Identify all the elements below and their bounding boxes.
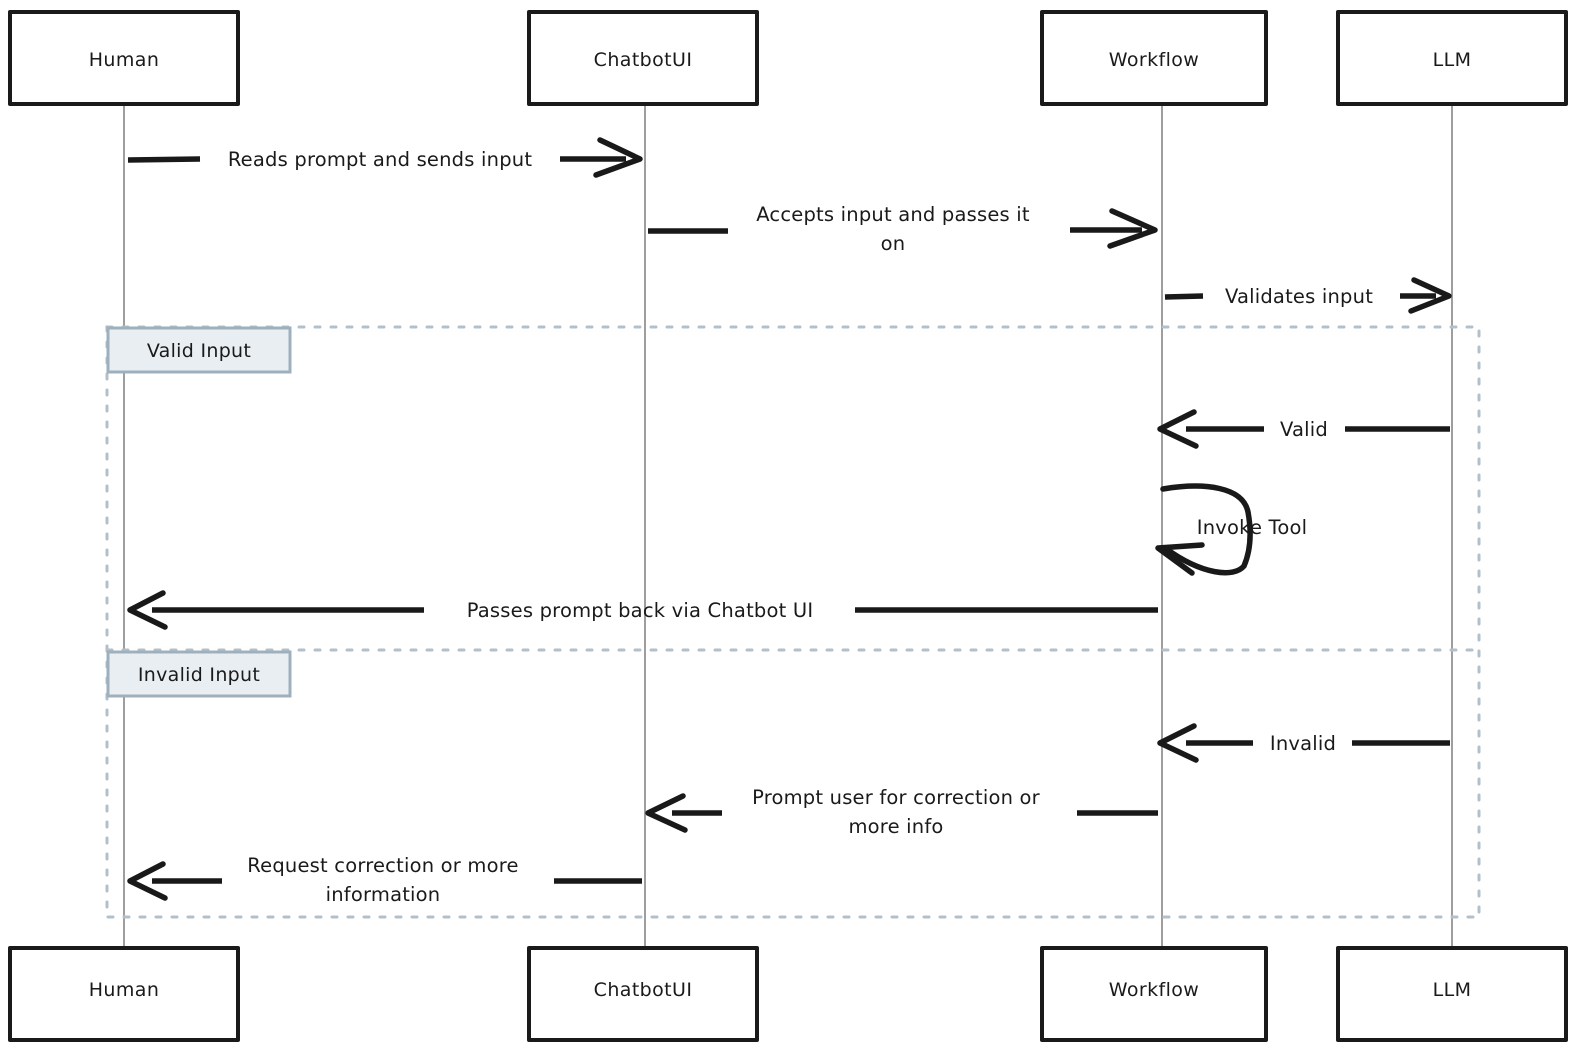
message-label-m3: Validates input xyxy=(1225,285,1373,308)
block-label-valid-input: Valid Input xyxy=(147,340,251,362)
message-validates-input[interactable]: Validates input xyxy=(1164,277,1452,314)
actor-box-workflow-top[interactable] xyxy=(1040,10,1268,106)
message-label-m1: Reads prompt and sends input xyxy=(228,148,533,171)
message-label-m4: Valid xyxy=(1280,418,1328,441)
message-passes-prompt-back-via-chatbot-ui[interactable]: Passes prompt back via Chatbot UI xyxy=(127,590,1158,630)
message-accepts-input-and-passes-it-on[interactable]: Accepts input and passes it on xyxy=(648,203,1158,255)
block-label-invalid-input: Invalid Input xyxy=(138,664,260,686)
message-invalid[interactable]: Invalid xyxy=(1157,723,1450,763)
message-label-m2-line1: Accepts input and passes it xyxy=(756,203,1030,226)
message-label-m8-line1: Prompt user for correction or xyxy=(752,786,1041,809)
message-arrowhead-m6 xyxy=(127,590,168,630)
message-label-m6: Passes prompt back via Chatbot UI xyxy=(467,599,814,622)
actor-label-human-bottom: Human xyxy=(89,979,160,1001)
actor-box-llm-bottom[interactable] xyxy=(1336,946,1568,1042)
actor-bottom-llm[interactable]: LLM xyxy=(1336,946,1568,1042)
block-frame-valid-input xyxy=(105,325,1481,919)
message-arrowhead-m5 xyxy=(1155,542,1205,576)
message-invoke-tool[interactable]: Invoke Tool xyxy=(1155,483,1307,576)
message-line-m3 xyxy=(1164,293,1204,300)
actor-boxes-top: Human ChatbotUI Workflow LLM xyxy=(8,10,1568,106)
actor-boxes-bottom: Human ChatbotUI Workflow LLM xyxy=(8,946,1568,1042)
message-label-m9-line2: information xyxy=(326,883,441,906)
actor-label-workflow-top: Workflow xyxy=(1109,49,1199,71)
actor-top-human[interactable]: Human xyxy=(8,10,240,106)
actor-label-workflow-bottom: Workflow xyxy=(1109,979,1199,1001)
actor-label-chatbotui-bottom: ChatbotUI xyxy=(594,979,693,1001)
actor-top-chatbotui[interactable]: ChatbotUI xyxy=(527,10,759,106)
actor-box-chatbotui-top[interactable] xyxy=(527,10,759,106)
actor-box-human-top[interactable] xyxy=(8,10,240,106)
actor-top-llm[interactable]: LLM xyxy=(1336,10,1568,106)
block-tag-valid-input[interactable]: Valid Input xyxy=(106,326,292,374)
message-line-m1 xyxy=(127,156,201,163)
message-arrowhead-m8 xyxy=(645,793,688,833)
block-tag-rect-invalid-input[interactable] xyxy=(106,650,292,698)
message-prompt-user-for-correction-or-more-info[interactable]: Prompt user for correction or more info xyxy=(645,786,1158,838)
message-reads-prompt-and-sends-input[interactable]: Reads prompt and sends input xyxy=(127,137,643,178)
actor-top-workflow[interactable]: Workflow xyxy=(1040,10,1268,106)
message-arrowhead-m9 xyxy=(127,861,168,901)
message-label-m5: Invoke Tool xyxy=(1197,516,1307,539)
message-selfloop-invoke-tool xyxy=(1160,483,1253,576)
block-tag-invalid-input[interactable]: Invalid Input xyxy=(106,650,292,698)
message-label-m2-line2: on xyxy=(881,232,906,255)
message-label-m7: Invalid xyxy=(1270,732,1336,755)
message-label-m8-line2: more info xyxy=(848,815,943,838)
block-frames-group xyxy=(105,325,1481,919)
message-arrowhead-m4 xyxy=(1157,409,1199,449)
actor-bottom-human[interactable]: Human xyxy=(8,946,240,1042)
actor-box-llm-top[interactable] xyxy=(1336,10,1568,106)
actor-label-llm-top: LLM xyxy=(1433,49,1472,71)
message-arrowhead-m3 xyxy=(1408,277,1452,314)
message-label-m9-line1: Request correction or more xyxy=(247,854,518,877)
message-arrowhead-m2 xyxy=(1107,208,1158,249)
message-arrowhead-m1 xyxy=(593,137,643,178)
block-tag-rect-valid-input[interactable] xyxy=(106,326,292,374)
actor-bottom-chatbotui[interactable]: ChatbotUI xyxy=(527,946,759,1042)
message-arrowhead-m7 xyxy=(1157,723,1199,763)
actor-box-chatbotui-bottom[interactable] xyxy=(527,946,759,1042)
message-valid[interactable]: Valid xyxy=(1157,409,1450,449)
lifelines-group xyxy=(123,104,1453,950)
actor-box-workflow-bottom[interactable] xyxy=(1040,946,1268,1042)
actor-label-chatbotui-top: ChatbotUI xyxy=(594,49,693,71)
actor-label-llm-bottom: LLM xyxy=(1433,979,1472,1001)
message-request-correction-or-more-information[interactable]: Request correction or more information xyxy=(127,854,642,906)
actor-bottom-workflow[interactable]: Workflow xyxy=(1040,946,1268,1042)
actor-label-human-top: Human xyxy=(89,49,160,71)
actor-box-human-bottom[interactable] xyxy=(8,946,240,1042)
